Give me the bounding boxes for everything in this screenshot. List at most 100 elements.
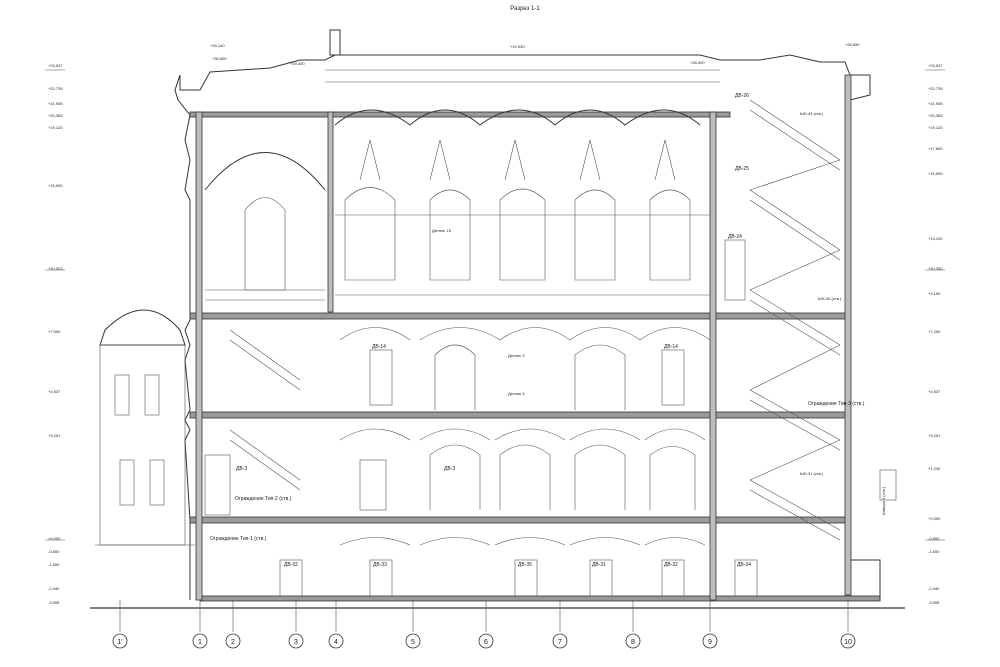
left-mark: -1,500 xyxy=(48,562,60,567)
right-mark: +4,537 xyxy=(928,389,941,394)
top-level-marks: +33,140 +30,900 +29,400 +28,400 +19,930 … xyxy=(210,42,860,66)
right-mark: -2,940 xyxy=(928,586,940,591)
left-mark: +19,120 xyxy=(48,125,63,130)
room-tag: ДВ-3 xyxy=(444,466,455,472)
axis-bubble xyxy=(405,633,421,649)
right-mark: -3,905 xyxy=(928,600,940,605)
axis-label: 8 xyxy=(631,639,635,646)
right-mark: +9,150 xyxy=(928,291,941,296)
left-mark: +21,955 xyxy=(48,101,63,106)
axis-bubble xyxy=(192,633,208,649)
drawing-title: Разрез 1-1 xyxy=(510,6,540,12)
right-mark: +17,650 xyxy=(928,146,943,151)
left-mark: +15,900 xyxy=(48,183,63,188)
right-mark: +3,251 xyxy=(928,433,941,438)
right-mark: +20,359 xyxy=(928,113,943,118)
room-tag: ДВ-32 xyxy=(664,562,678,568)
first-floor-arches xyxy=(339,428,706,511)
left-mark: -0,800 xyxy=(48,549,60,554)
axis-label: 3 xyxy=(294,639,298,646)
room-tag: ДВ-35 xyxy=(518,562,532,568)
room-tag: ДВ-31 xyxy=(592,562,606,568)
right-mark: +1,230 xyxy=(928,466,941,471)
right-mark: +21,955 xyxy=(928,101,943,106)
axis-label: 7 xyxy=(558,639,562,646)
left-mark: +24,537 xyxy=(48,63,63,68)
axis-bubble xyxy=(478,633,494,649)
room-tag: ДВ-14 xyxy=(664,344,678,350)
level-ticks xyxy=(45,69,945,541)
axis-bubble xyxy=(552,633,568,649)
axis-bubble xyxy=(702,633,718,649)
left-mark: +10,003 xyxy=(48,266,63,271)
axis-label: 2 xyxy=(231,639,235,646)
room-tags: ДВ-26 ДВ-25 ДВ-24 ДВ-14 ДВ-14 ДВ-3 ДВ-3 … xyxy=(236,93,751,568)
left-elevation-marks: +24,537 +22,739 +21,955 +20,359 +19,120 … xyxy=(48,63,63,605)
second-floor-arches xyxy=(339,327,711,410)
upper-hall xyxy=(334,109,710,296)
note-fence-3: Ограждение Тип-3 (ств.) xyxy=(808,401,865,407)
right-mark: +22,739 xyxy=(928,86,943,91)
axis-label: 5 xyxy=(411,639,415,646)
axis-bubble xyxy=(328,633,344,649)
axis-label: 1' xyxy=(117,639,122,646)
room-tag: ДВ-26 xyxy=(735,93,749,99)
room-tag: ДВ-14 xyxy=(372,344,386,350)
left-annex xyxy=(95,309,195,546)
axis-label: 6 xyxy=(484,639,488,646)
note-detail-4: Деталь 4 xyxy=(508,391,525,396)
left-mark: +4,537 xyxy=(48,389,61,394)
right-mark: +24,537 xyxy=(928,63,943,68)
room-tag: ДВ-24 xyxy=(728,234,742,240)
left-mark: +20,359 xyxy=(48,113,63,118)
right-mark: -1,500 xyxy=(928,549,940,554)
right-mark: +19,120 xyxy=(928,125,943,130)
axis-bubble xyxy=(840,633,856,649)
basement xyxy=(279,537,758,597)
axis-bubble xyxy=(225,633,241,649)
left-upper-window xyxy=(204,152,326,301)
room-tag: ДВ-33 xyxy=(373,562,387,568)
note-shn-43: ШН-43 (ств.) xyxy=(800,111,824,116)
room-tag: ДВ-3 xyxy=(236,466,247,472)
walls xyxy=(195,74,852,601)
right-mark: +10,350 xyxy=(928,266,943,271)
legend-box: Камера 1 (ств.) xyxy=(879,469,897,515)
right-mark: +7,250 xyxy=(928,329,941,334)
right-elevation-marks: +24,537 +22,739 +21,955 +20,359 +19,120 … xyxy=(928,63,943,605)
top-mark-3: +29,400 xyxy=(290,61,305,66)
left-mark: +22,739 xyxy=(48,86,63,91)
axis-label: 9 xyxy=(708,639,712,646)
callout-notes: Ограждение Тип-2 (ств.) Ограждение Тип-1… xyxy=(210,111,865,542)
right-mark: +15,900 xyxy=(928,171,943,176)
top-mark-2: +30,900 xyxy=(212,56,227,61)
left-mark: -2,940 xyxy=(48,586,60,591)
left-mark: +0,000 xyxy=(48,536,61,541)
axis-label: 1 xyxy=(198,639,202,646)
legend-box-label: Камера 1 (ств.) xyxy=(881,486,886,515)
top-mark-5: +19,930 xyxy=(510,44,525,49)
note-fence-2: Ограждение Тип-2 (ств.) xyxy=(235,496,292,502)
left-mark: -3,905 xyxy=(48,600,60,605)
note-shn-30: ШН-30 (ств.) xyxy=(818,296,842,301)
note-detail-3: Деталь 3 xyxy=(508,353,525,358)
room-tag: ДВ-32 xyxy=(284,562,298,568)
top-mark-4: +28,400 xyxy=(690,60,705,65)
left-mark: +3,251 xyxy=(48,433,61,438)
right-mark: +13,100 xyxy=(928,236,943,241)
room-tag: ДВ-25 xyxy=(735,166,749,172)
axis-bubble xyxy=(112,633,128,649)
right-staircase xyxy=(724,99,841,541)
note-shn-31: ШН-31 (ств.) xyxy=(800,471,824,476)
top-mark-1: +33,140 xyxy=(210,43,225,48)
floor-slabs xyxy=(189,111,881,602)
room-tag: ДВ-34 xyxy=(737,562,751,568)
right-mark: +0,000 xyxy=(928,516,941,521)
left-staircase xyxy=(204,329,301,516)
left-mark: +7,000 xyxy=(48,329,61,334)
axis-bubble xyxy=(288,633,304,649)
right-mark: -0,800 xyxy=(928,536,940,541)
note-detail-15: Деталь 15 xyxy=(432,228,452,233)
